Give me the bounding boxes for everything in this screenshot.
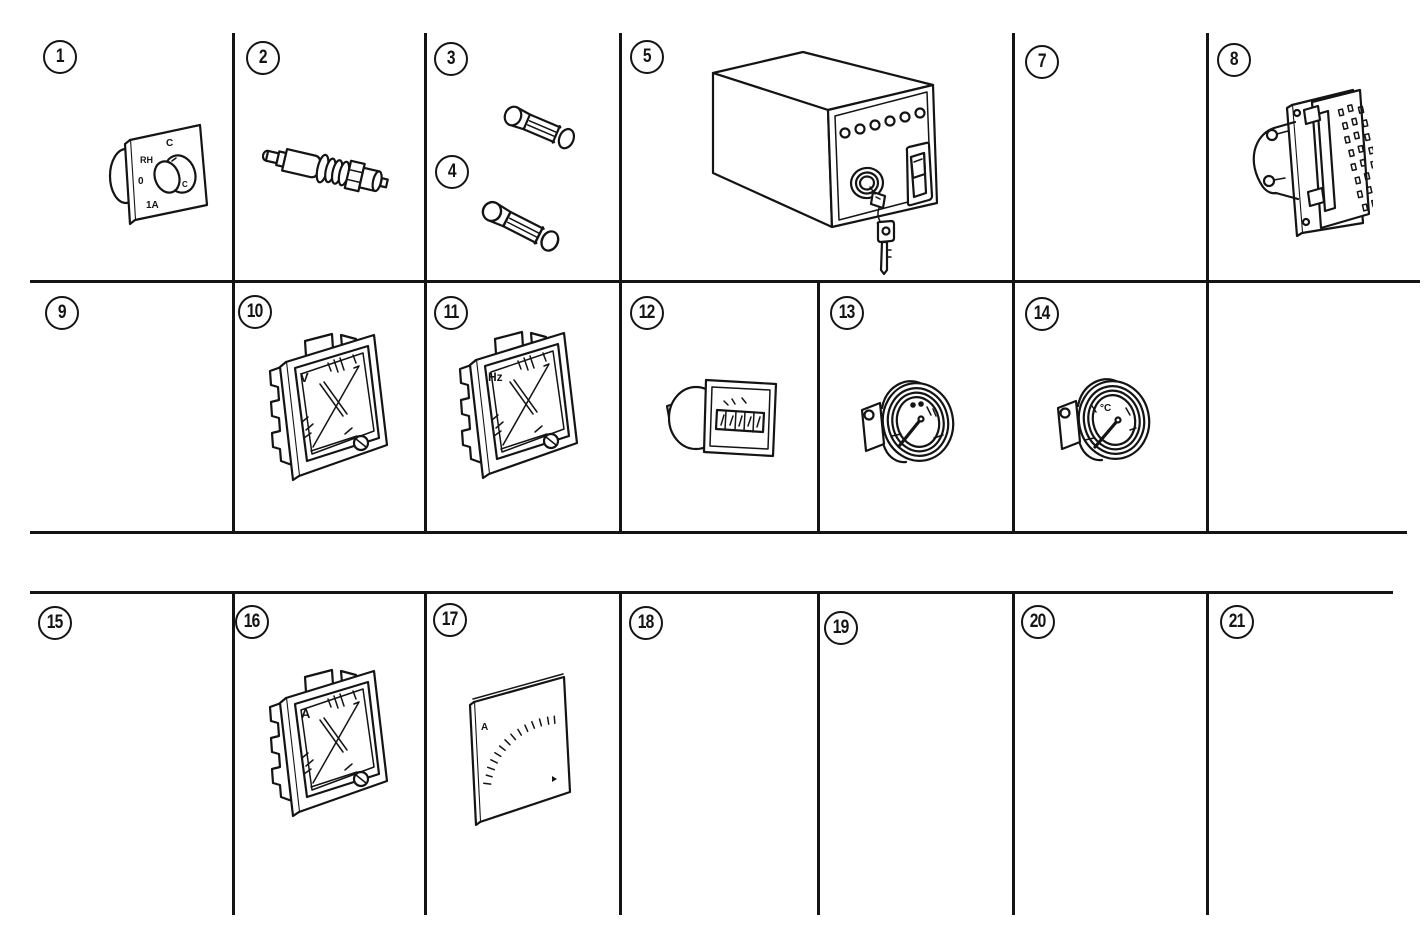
part-number-label: 18 xyxy=(638,612,655,633)
fuse-illustration xyxy=(500,102,578,152)
rotary-switch-illustration: C RH 0 1A C xyxy=(108,123,209,226)
switch-position-label: 1A xyxy=(146,200,159,211)
part-number-label: 11 xyxy=(443,302,460,323)
grid-vline xyxy=(817,592,820,915)
meter-unit-label: Hz xyxy=(488,370,503,384)
part-number-label: 17 xyxy=(442,609,459,630)
switch-position-label: 0 xyxy=(138,176,144,187)
part-number-badge-1: 1 xyxy=(43,40,77,74)
part-number-label: 5 xyxy=(643,46,652,67)
part-number-badge-18: 18 xyxy=(629,606,663,640)
pressure-gauge-illustration xyxy=(860,375,962,469)
part-number-badge-19: 19 xyxy=(824,611,858,645)
part-number-badge-20: 20 xyxy=(1021,605,1055,639)
hour-meter-illustration xyxy=(665,378,778,458)
switch-position-label: RH xyxy=(140,155,153,165)
part-number-badge-16: 16 xyxy=(235,605,269,639)
part-number-badge-3: 3 xyxy=(434,42,468,76)
grid-vline xyxy=(619,592,622,915)
frequency-meter-illustration: Hz xyxy=(458,330,579,480)
part-number-label: 10 xyxy=(247,301,264,322)
grid-vline xyxy=(1012,282,1015,533)
part-number-badge-2: 2 xyxy=(246,41,280,75)
grid-vline xyxy=(424,592,427,915)
part-number-label: 13 xyxy=(839,302,856,323)
fuse-illustration xyxy=(478,197,563,255)
part-number-label: 9 xyxy=(58,302,67,323)
part-number-badge-9: 9 xyxy=(45,296,79,330)
glow-plug-illustration xyxy=(262,148,389,193)
part-number-label: 7 xyxy=(1038,51,1047,72)
grid-vline xyxy=(424,282,427,533)
counter-window-icon xyxy=(714,408,766,434)
grid-hline xyxy=(30,280,1420,283)
part-number-label: 20 xyxy=(1030,611,1047,632)
grid-vline xyxy=(817,282,820,533)
part-number-badge-7: 7 xyxy=(1025,45,1059,79)
part-number-label: 21 xyxy=(1229,611,1246,632)
part-number-label: 19 xyxy=(833,617,850,638)
part-number-label: 16 xyxy=(244,611,261,632)
control-box-illustration xyxy=(711,50,939,276)
grid-vline xyxy=(619,33,622,282)
key-switch-icon xyxy=(849,166,887,210)
part-number-badge-21: 21 xyxy=(1220,605,1254,639)
gauge-needle-icon xyxy=(898,417,923,447)
part-number-label: 12 xyxy=(639,302,656,323)
rocker-switch-icon xyxy=(905,141,934,207)
indicator-lights-icon xyxy=(839,107,926,139)
part-number-badge-8: 8 xyxy=(1217,43,1251,77)
part-number-badge-15: 15 xyxy=(38,606,72,640)
clamp-icon xyxy=(1252,120,1300,201)
part-number-label: 14 xyxy=(1034,303,1051,324)
meter-unit-label: V xyxy=(300,370,309,385)
meter-unit-label: A xyxy=(301,706,311,721)
part-number-label: 15 xyxy=(47,612,64,633)
part-number-badge-14: 14 xyxy=(1025,297,1059,331)
part-number-label: 3 xyxy=(447,48,456,69)
connector-pins-icon xyxy=(1337,104,1373,212)
scale-unit-label: A xyxy=(481,722,488,733)
grid-vline xyxy=(232,33,235,282)
part-number-badge-13: 13 xyxy=(830,296,864,330)
part-number-label: 8 xyxy=(1230,49,1239,70)
part-number-badge-11: 11 xyxy=(434,296,468,330)
scale-arc-ticks-icon xyxy=(483,715,556,785)
grid-vline xyxy=(232,592,235,915)
key-icon xyxy=(876,207,896,276)
part-number-label: 1 xyxy=(56,46,65,67)
gauge-needle-icon xyxy=(1093,418,1120,449)
grid-hline xyxy=(30,531,1407,534)
grid-vline xyxy=(1012,592,1015,915)
grid-hline xyxy=(30,591,1393,594)
grid-vline xyxy=(1206,33,1209,282)
part-number-badge-12: 12 xyxy=(630,296,664,330)
grid-vline xyxy=(232,282,235,533)
switch-knob-label: C xyxy=(182,180,188,189)
part-number-label: 4 xyxy=(448,161,457,182)
grid-vline xyxy=(619,282,622,533)
grid-vline xyxy=(424,33,427,282)
grid-vline xyxy=(1206,592,1209,915)
gauge-unit-label: °C xyxy=(1100,403,1111,414)
connector-illustration xyxy=(1252,88,1373,238)
grid-vline xyxy=(1012,33,1015,282)
part-number-label: 2 xyxy=(259,47,268,68)
scale-mark-icon xyxy=(552,776,557,782)
voltmeter-illustration: V xyxy=(268,332,389,482)
part-number-badge-17: 17 xyxy=(433,603,467,637)
switch-knob-icon xyxy=(153,154,197,194)
scale-plate-illustration: A xyxy=(468,673,572,827)
part-number-badge-10: 10 xyxy=(238,295,272,329)
switch-position-label: C xyxy=(166,138,173,149)
grid-vline xyxy=(1206,282,1209,533)
ammeter-illustration: A xyxy=(268,668,389,818)
part-number-badge-5: 5 xyxy=(630,40,664,74)
part-number-badge-4: 4 xyxy=(435,155,469,189)
temperature-gauge-illustration: °C xyxy=(1056,373,1158,467)
